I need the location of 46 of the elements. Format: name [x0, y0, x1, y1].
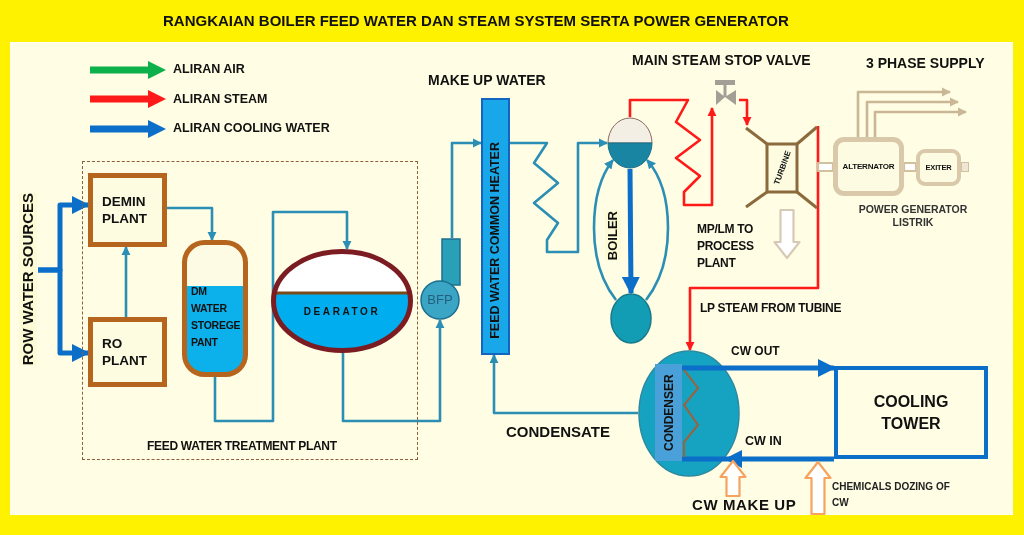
process-box: RO PLANT [88, 317, 167, 387]
flow-arrow [167, 206, 217, 241]
legend-label: ALIRAN COOLING WATER [173, 121, 330, 136]
text-label: MAKE UP WATER [428, 71, 546, 90]
condenser-label: CONDENSER [655, 364, 682, 461]
generator-box: ALTERNATOR [833, 137, 904, 196]
flow-arrow [121, 246, 131, 317]
heater-column: FEED WATER COMMON HEATER [481, 98, 510, 355]
flow-arrow [489, 354, 638, 415]
flow-arrow [450, 138, 482, 238]
legend-label: ALIRAN AIR [173, 62, 245, 77]
flow-arrow [621, 169, 640, 295]
tank-label: DM WATER STOREGE PANT [191, 284, 242, 350]
flow-arrow [341, 319, 445, 423]
supply-line-arrow [873, 107, 967, 137]
flow-arrow [213, 210, 352, 423]
shaft-coupling [816, 161, 835, 173]
process-box: DEMIN PLANT [88, 173, 167, 247]
flow-arrow [38, 267, 90, 362]
valve-caption: MAIN STEAM STOP VALVE [632, 51, 811, 70]
flow-arrow [726, 359, 836, 377]
hollow-arrow [773, 208, 801, 260]
vessel-label: DEARATOR [303, 305, 381, 319]
flow-arrow [592, 159, 618, 301]
hollow-arrow [719, 459, 747, 498]
source-label: ROW WATER SOURCES [19, 192, 37, 366]
group-title: FEED WATER TREATMENT PLANT [147, 438, 337, 455]
flow-arrow [685, 126, 820, 351]
note-text: CW MAKE UP [692, 496, 797, 514]
hollow-arrow [804, 460, 832, 516]
cooling-tower-box: COOLING TOWER [834, 366, 988, 459]
flow-arrow [644, 159, 670, 301]
diagram-title: RANGKAIAN BOILER FEED WATER DAN STEAM SYSTEM SERTA POWER GENERATOR [163, 11, 789, 31]
flow-arrow [628, 98, 717, 207]
text-label: BOILER [605, 211, 621, 261]
supply-line-arrow [856, 87, 951, 137]
flow-arrow [510, 138, 608, 254]
legend-label: ALIRAN STEAM [173, 91, 268, 107]
text-label: POWER GENERATOR LISTRIK [857, 203, 969, 229]
text-label: 3 PHASE SUPPLY [866, 54, 985, 73]
flow-arrow [724, 450, 834, 468]
dashed-group-frame [82, 161, 418, 460]
note-text: CHEMICALS DOZING OF CW [832, 480, 951, 510]
supply-line-arrow [865, 97, 959, 137]
flow-arrow [739, 98, 752, 126]
pump-label: BFP [427, 291, 453, 309]
